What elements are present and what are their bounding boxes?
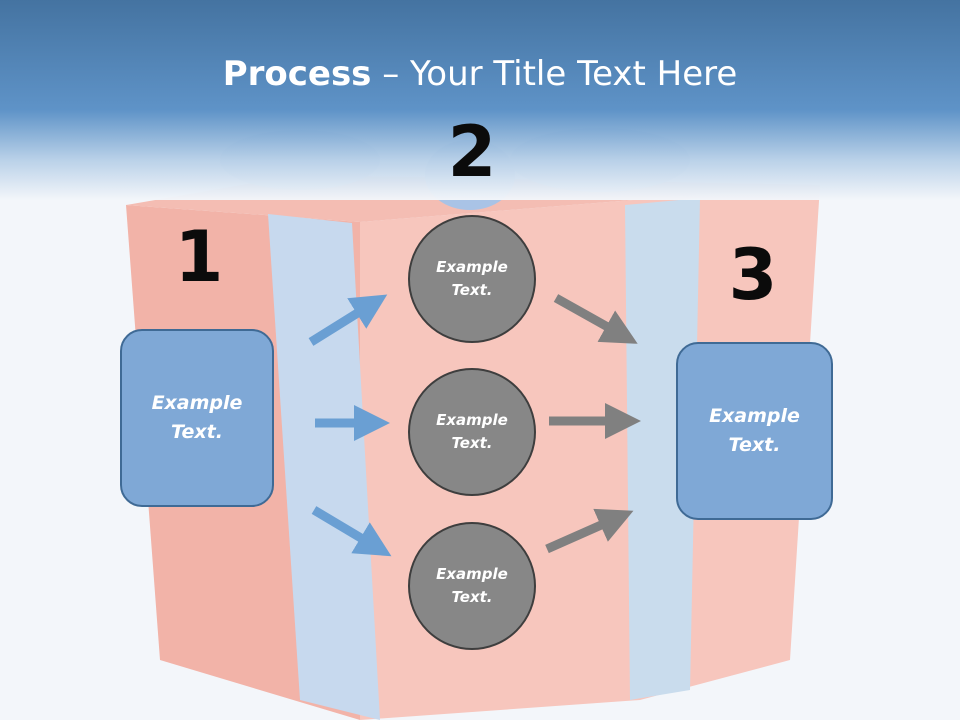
step-number-2: 2: [447, 111, 497, 193]
arrow-left-to-bottom: [311, 506, 392, 557]
arrow-top-to-right: [553, 294, 638, 344]
step-1-box: Example Text.: [120, 329, 274, 507]
step-2-circle-middle: Example Text.: [408, 368, 536, 496]
step-2-circle-bottom: Example Text.: [408, 522, 536, 650]
arrow-left-to-top: [308, 294, 388, 346]
slide-title: Process – Your Title Text Here: [0, 52, 960, 96]
step-1-text: Example Text.: [151, 392, 243, 443]
step-2-text-middle: Example Text.: [436, 411, 508, 452]
step-number-1: 1: [174, 216, 224, 298]
step-3-box: Example Text.: [676, 342, 833, 520]
step-2-circle-top: Example Text.: [408, 215, 536, 343]
step-number-3: 3: [728, 234, 778, 316]
title-bold: Process: [222, 54, 372, 94]
step-2-text-top: Example Text.: [436, 258, 508, 299]
title-rest: – Your Title Text Here: [371, 54, 738, 94]
step-2-text-bottom: Example Text.: [436, 565, 508, 606]
arrow-bottom-to-right: [545, 508, 634, 554]
step-3-text: Example Text.: [709, 405, 800, 456]
